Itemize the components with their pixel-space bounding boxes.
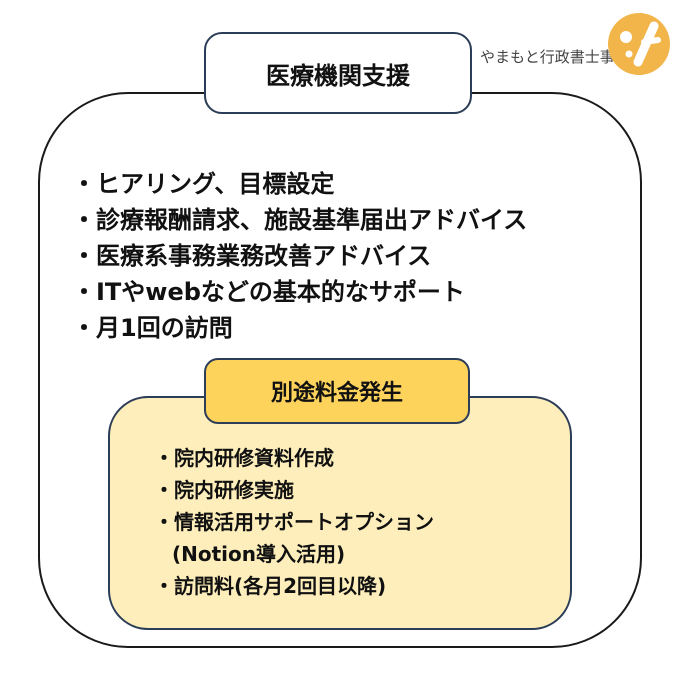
- firm-logo-icon: [608, 13, 670, 75]
- page-title-text: 医療機関支援: [266, 61, 410, 90]
- list-item: (Notion導入活用): [172, 542, 346, 566]
- list-item: ・医療系事務業務改善アドバイス: [72, 242, 432, 270]
- list-item: ・ITやwebなどの基本的なサポート: [72, 278, 465, 306]
- page-title: 医療機関支援: [204, 32, 472, 114]
- extra-fee-title: 別途料金発生: [204, 358, 470, 424]
- list-item: ・院内研修実施: [154, 478, 294, 502]
- list-item: ・診療報酬請求、施設基準届出アドバイス: [72, 206, 528, 234]
- extra-fee-panel: [108, 396, 572, 630]
- list-item: ・院内研修資料作成: [154, 446, 334, 470]
- extra-fee-list: ・院内研修資料作成 ・院内研修実施 ・情報活用サポートオプション (Notion…: [154, 442, 434, 602]
- list-item: ・訪問料(各月2回目以降): [154, 574, 387, 598]
- list-item: ・ヒアリング、目標設定: [72, 170, 335, 198]
- list-item: ・情報活用サポートオプション: [154, 510, 434, 534]
- list-item: ・月1回の訪問: [72, 314, 233, 342]
- firm-name: やまもと行政書士事務所: [480, 48, 645, 66]
- services-list: ・ヒアリング、目標設定 ・診療報酬請求、施設基準届出アドバイス ・医療系事務業務…: [72, 166, 527, 346]
- extra-fee-title-text: 別途料金発生: [270, 381, 403, 406]
